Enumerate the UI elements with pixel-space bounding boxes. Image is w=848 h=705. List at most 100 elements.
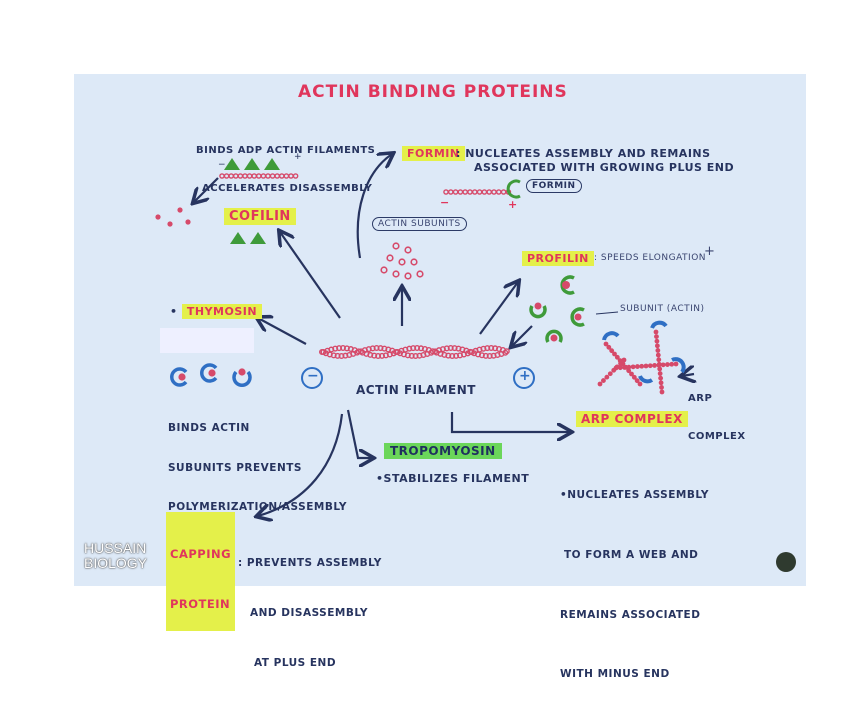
actin-bead bbox=[653, 329, 659, 335]
actin-bead bbox=[639, 363, 645, 369]
tropomyosin-label: TROPOMYOSIN bbox=[384, 443, 502, 459]
tropomyosin-description: •STABILIZES FILAMENT bbox=[376, 472, 530, 485]
actin-bead bbox=[643, 363, 649, 369]
actin-bead bbox=[607, 371, 613, 377]
thymosin-description: BINDS ACTIN SUBUNITS PREVENTS POLYMERIZA… bbox=[168, 396, 347, 527]
cofilin-plus: + bbox=[294, 152, 303, 162]
actin-bead bbox=[669, 361, 675, 367]
actin-bead bbox=[604, 374, 610, 380]
formin-minus: − bbox=[440, 196, 450, 209]
actin-bead bbox=[292, 173, 299, 179]
arp-diagram-label-line1: ARP bbox=[688, 393, 713, 404]
actin-bead bbox=[656, 361, 662, 367]
cofilin-description-line2: ACCELERATES DISASSEMBLY bbox=[202, 182, 373, 194]
actin-bead bbox=[637, 381, 643, 387]
cofilin-description-line1: BINDS ADP ACTIN FILAMENTS bbox=[196, 145, 376, 156]
actin-bead bbox=[654, 334, 659, 340]
actin-bead bbox=[614, 354, 620, 360]
actin-bead bbox=[665, 362, 670, 367]
thymosin-blank-box bbox=[160, 328, 254, 353]
arrow-to-thymosin bbox=[258, 318, 307, 345]
actin-bead bbox=[614, 364, 620, 370]
actin-bead bbox=[635, 364, 640, 369]
arrow-to-cofilin bbox=[280, 232, 341, 319]
diagram-drawing bbox=[155, 0, 848, 600]
page-title: ACTIN BINDING PROTEINS bbox=[298, 82, 568, 102]
actin-bead bbox=[462, 189, 469, 195]
cofilin-loose-subunits bbox=[155, 207, 191, 227]
arp-diagram-label: ARP COMPLEX bbox=[688, 368, 746, 456]
thymosin-complexes bbox=[170, 363, 252, 388]
actin-bead bbox=[655, 352, 661, 358]
capping-description-line1: : PREVENTS ASSEMBLY bbox=[238, 556, 382, 569]
actin-bead bbox=[603, 341, 609, 347]
formin-plus: + bbox=[508, 198, 518, 211]
formin-mini-filament bbox=[443, 189, 512, 195]
actin-bead bbox=[601, 378, 606, 383]
actin-bead bbox=[467, 189, 473, 195]
actin-bead bbox=[659, 389, 665, 395]
actin-bead bbox=[630, 364, 636, 370]
actin-bead bbox=[631, 374, 637, 380]
plus-end-marker: + bbox=[519, 368, 532, 384]
profilin-label: PROFILIN bbox=[522, 251, 594, 266]
thymosin-description-line1: BINDS ACTIN bbox=[168, 422, 250, 435]
actin-bead bbox=[654, 338, 660, 344]
actin-bead bbox=[612, 351, 617, 357]
actin-bead bbox=[652, 363, 657, 368]
arp-complex-label: ARP COMPLEX bbox=[576, 411, 688, 427]
actin-bead bbox=[452, 189, 459, 195]
actin-bead bbox=[457, 189, 464, 195]
arp-diagram-label-line2: COMPLEX bbox=[688, 430, 746, 442]
profilin-complexes bbox=[529, 275, 619, 343]
profilin-subunit-note: SUBUNIT (ACTIN) bbox=[620, 304, 705, 314]
watermark-line1: HUSSAIN bbox=[84, 540, 147, 556]
actin-bead bbox=[471, 189, 478, 195]
profilin-description: : SPEEDS ELONGATION bbox=[594, 253, 707, 263]
arrow-to-formin bbox=[356, 154, 392, 259]
actin-bead bbox=[658, 380, 664, 386]
actin-bead bbox=[659, 384, 664, 390]
arrows bbox=[194, 154, 694, 516]
actin-bead bbox=[621, 357, 627, 363]
arp-description-line2: TO FORM A WEB AND bbox=[564, 548, 699, 561]
actin-bead bbox=[611, 367, 617, 373]
capping-label-line2: PROTEIN bbox=[170, 597, 231, 612]
arp-description-line3: REMAINS ASSOCIATED bbox=[560, 608, 701, 621]
actin-subunit-cluster bbox=[380, 242, 424, 280]
actin-bead bbox=[597, 381, 603, 387]
actin-subunits-label: ACTIN SUBUNITS bbox=[372, 217, 467, 231]
capping-description-line3: AT PLUS END bbox=[254, 657, 337, 670]
arp-description-line1: •NUCLEATES ASSEMBLY bbox=[560, 488, 710, 501]
arrow-to-arp bbox=[450, 412, 570, 432]
actin-bead bbox=[634, 378, 640, 384]
cofilin-description: BINDS ADP ACTIN FILAMENTS ACCELERATES DI… bbox=[196, 120, 375, 208]
thymosin-description-line3: POLYMERIZATION/ASSEMBLY bbox=[168, 501, 347, 513]
thymosin-description-line2: SUBUNITS PREVENTS bbox=[168, 461, 302, 474]
actin-bead bbox=[447, 189, 454, 195]
arrow-cofilin-disassembly bbox=[194, 177, 219, 202]
formin-description-line2: ASSOCIATED WITH GROWING PLUS END bbox=[474, 161, 735, 174]
actin-bead bbox=[500, 189, 507, 195]
actin-bead bbox=[481, 189, 488, 195]
actin-filament-label: ACTIN FILAMENT bbox=[356, 383, 476, 397]
actin-bead bbox=[656, 357, 662, 363]
capping-description: : PREVENTS ASSEMBLY AND DISASSEMBLY AT P… bbox=[238, 521, 382, 689]
channel-watermark: HUSSAIN BIOLOGY bbox=[84, 541, 147, 570]
arrow-arp-label bbox=[682, 374, 694, 376]
actin-bead bbox=[629, 371, 634, 377]
arrow-to-tropomyosin bbox=[346, 409, 372, 458]
actin-bead bbox=[476, 189, 483, 195]
actin-filament bbox=[319, 345, 510, 359]
formin-label: FORMIN bbox=[402, 146, 465, 161]
actin-bead bbox=[606, 344, 612, 350]
actin-bead bbox=[486, 189, 493, 195]
actin-bead bbox=[626, 368, 632, 374]
arrow-to-capping bbox=[258, 413, 344, 516]
actin-bead bbox=[647, 363, 653, 369]
capping-description-line2: AND DISASSEMBLY bbox=[250, 606, 369, 619]
actin-bead bbox=[673, 361, 679, 367]
capping-label-line1: CAPPING bbox=[170, 547, 232, 562]
actin-bead bbox=[495, 189, 502, 195]
capping-protein-label: CAPPING PROTEIN bbox=[166, 512, 236, 631]
